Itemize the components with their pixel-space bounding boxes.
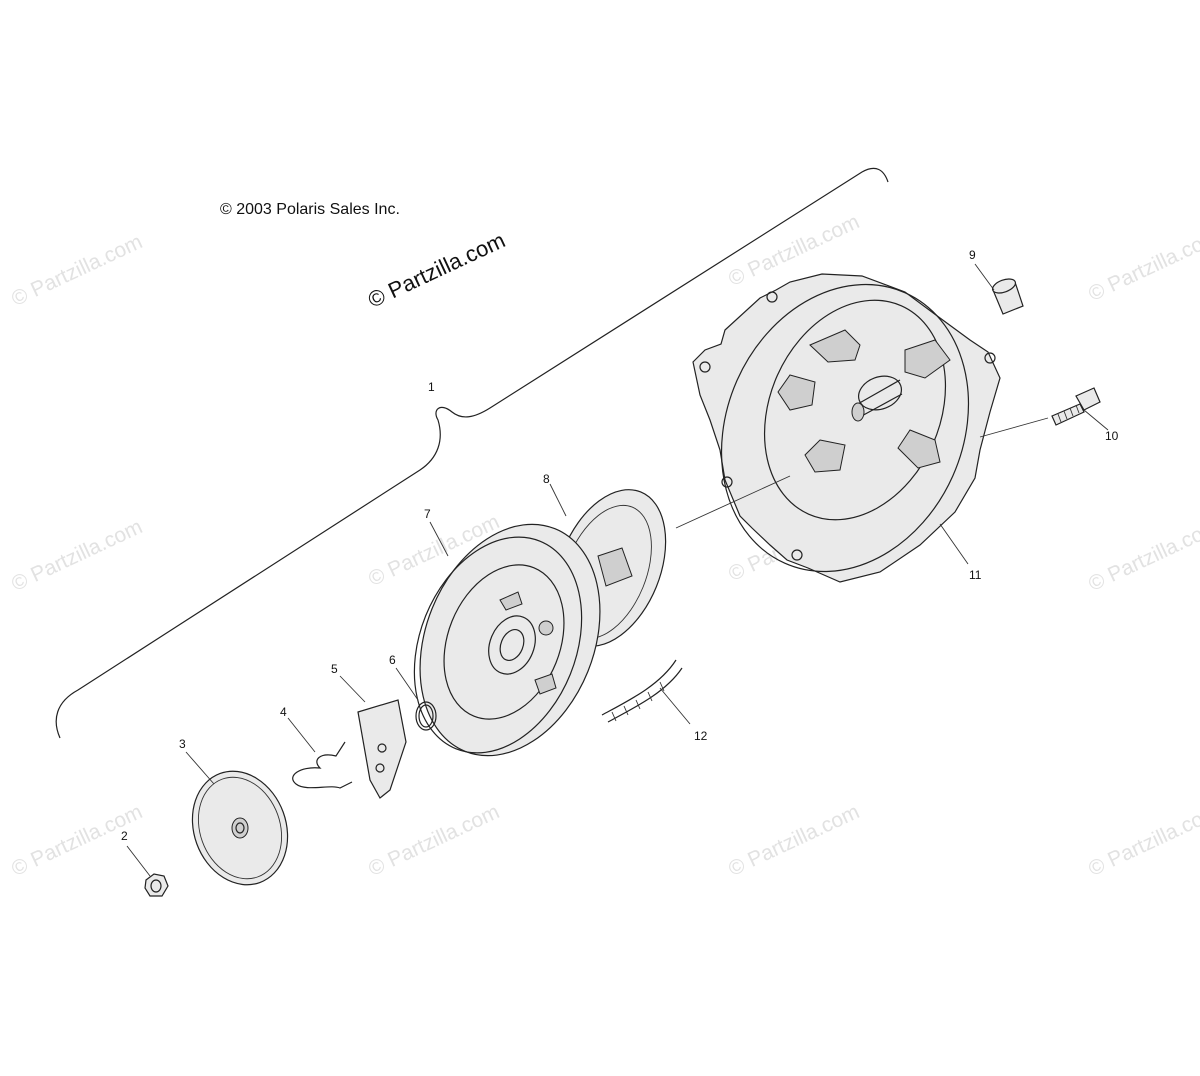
callout-9: 9 <box>969 248 976 262</box>
callout-1: 1 <box>428 380 435 394</box>
starter-rope <box>601 659 683 723</box>
callout-11: 11 <box>969 568 982 582</box>
nut <box>144 873 169 897</box>
callout-5: 5 <box>331 662 338 676</box>
callout-7: 7 <box>424 507 431 521</box>
leader-lines <box>126 263 1109 877</box>
cam-disc <box>191 770 289 886</box>
clip <box>292 741 353 789</box>
assembly-bracket <box>55 167 889 739</box>
spring <box>415 701 437 731</box>
callout-2: 2 <box>121 829 128 843</box>
starter-pulley <box>413 523 601 757</box>
callouts: 1 2 3 4 5 6 7 8 9 10 11 12 <box>121 248 1119 843</box>
copyright-notice: © 2003 Polaris Sales Inc. <box>220 201 400 218</box>
housing <box>692 273 1001 583</box>
callout-3: 3 <box>179 737 186 751</box>
callout-12: 12 <box>694 729 708 743</box>
callout-10: 10 <box>1105 429 1119 443</box>
bushing <box>991 278 1024 315</box>
pawl <box>357 699 407 799</box>
callout-6: 6 <box>389 653 396 667</box>
callout-8: 8 <box>543 472 550 486</box>
callout-4: 4 <box>280 705 287 719</box>
bolt <box>1051 387 1101 426</box>
